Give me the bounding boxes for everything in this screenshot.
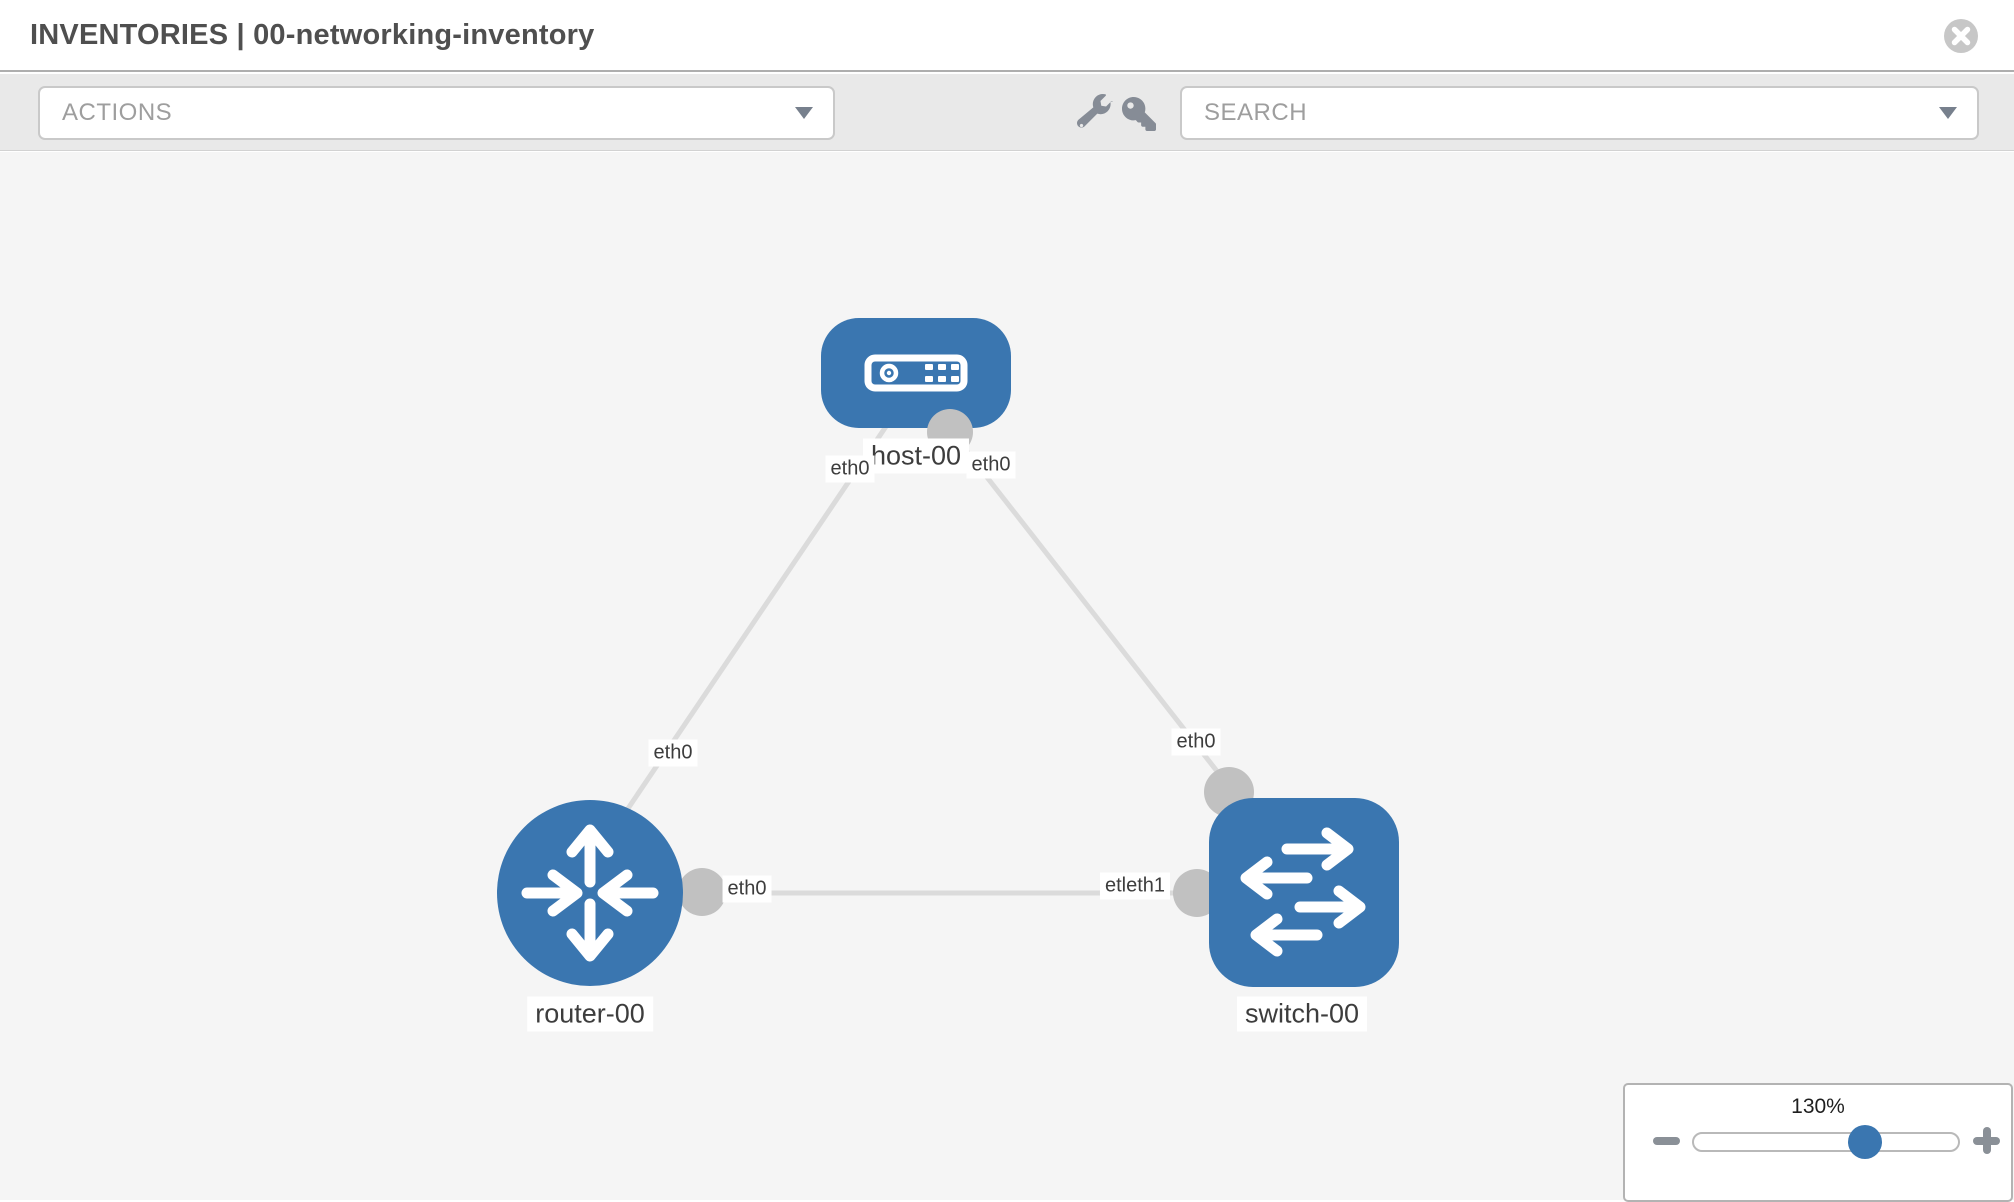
search-dropdown-label: SEARCH: [1204, 99, 1308, 126]
actions-dropdown-label: ACTIONS: [62, 99, 173, 126]
router-icon: [521, 824, 659, 962]
plus-icon[interactable]: [1973, 1127, 2000, 1154]
node-host-00[interactable]: [821, 318, 1011, 428]
close-icon[interactable]: [1943, 18, 1979, 54]
page-title: INVENTORIES | 00-networking-inventory: [30, 19, 595, 51]
minus-icon[interactable]: [1653, 1137, 1680, 1145]
node-label-switch: switch-00: [1236, 996, 1368, 1032]
caret-down-icon: [1939, 107, 1957, 119]
interface-label-eth0: eth0: [722, 875, 772, 903]
host-icon: [864, 354, 968, 392]
node-switch-00[interactable]: [1209, 798, 1399, 987]
zoom-percentage: 130%: [1791, 1095, 1845, 1118]
wrench-glyph: [1076, 94, 1113, 128]
zoom-slider-thumb[interactable]: [1848, 1125, 1882, 1159]
node-label-host: host-00: [862, 438, 970, 474]
x-circle-glyph: [1944, 19, 1978, 53]
node-label-router: router-00: [527, 996, 653, 1032]
interface-label-eth1: etleth1: [1099, 872, 1171, 900]
caret-down-icon: [795, 107, 813, 119]
zoom-slider-track[interactable]: [1692, 1132, 1960, 1152]
interface-label-eth0: eth0: [966, 451, 1016, 479]
link-layer: [572, 380, 1254, 917]
interface-circle-router-eth0[interactable]: [678, 868, 726, 916]
node-router-00[interactable]: [497, 800, 683, 986]
search-dropdown[interactable]: SEARCH: [1180, 86, 1979, 140]
toolbar: ACTIONS SEARCH: [0, 74, 2014, 151]
zoom-control-panel: 130%: [1623, 1083, 2013, 1202]
key-icon[interactable]: [1120, 96, 1158, 134]
interface-label-eth0: eth0: [648, 739, 698, 767]
key-glyph: [1122, 96, 1156, 131]
actions-dropdown[interactable]: ACTIONS: [38, 86, 835, 140]
interface-label-eth0: eth0: [825, 455, 875, 483]
window-header: INVENTORIES | 00-networking-inventory: [0, 0, 2014, 72]
topology-canvas[interactable]: host-00 router-00 switch-00 eth0 eth0 et…: [0, 152, 2014, 1202]
interface-label-eth0: eth0: [1171, 728, 1221, 756]
wrench-icon[interactable]: [1076, 94, 1114, 132]
switch-icon: [1240, 827, 1366, 957]
